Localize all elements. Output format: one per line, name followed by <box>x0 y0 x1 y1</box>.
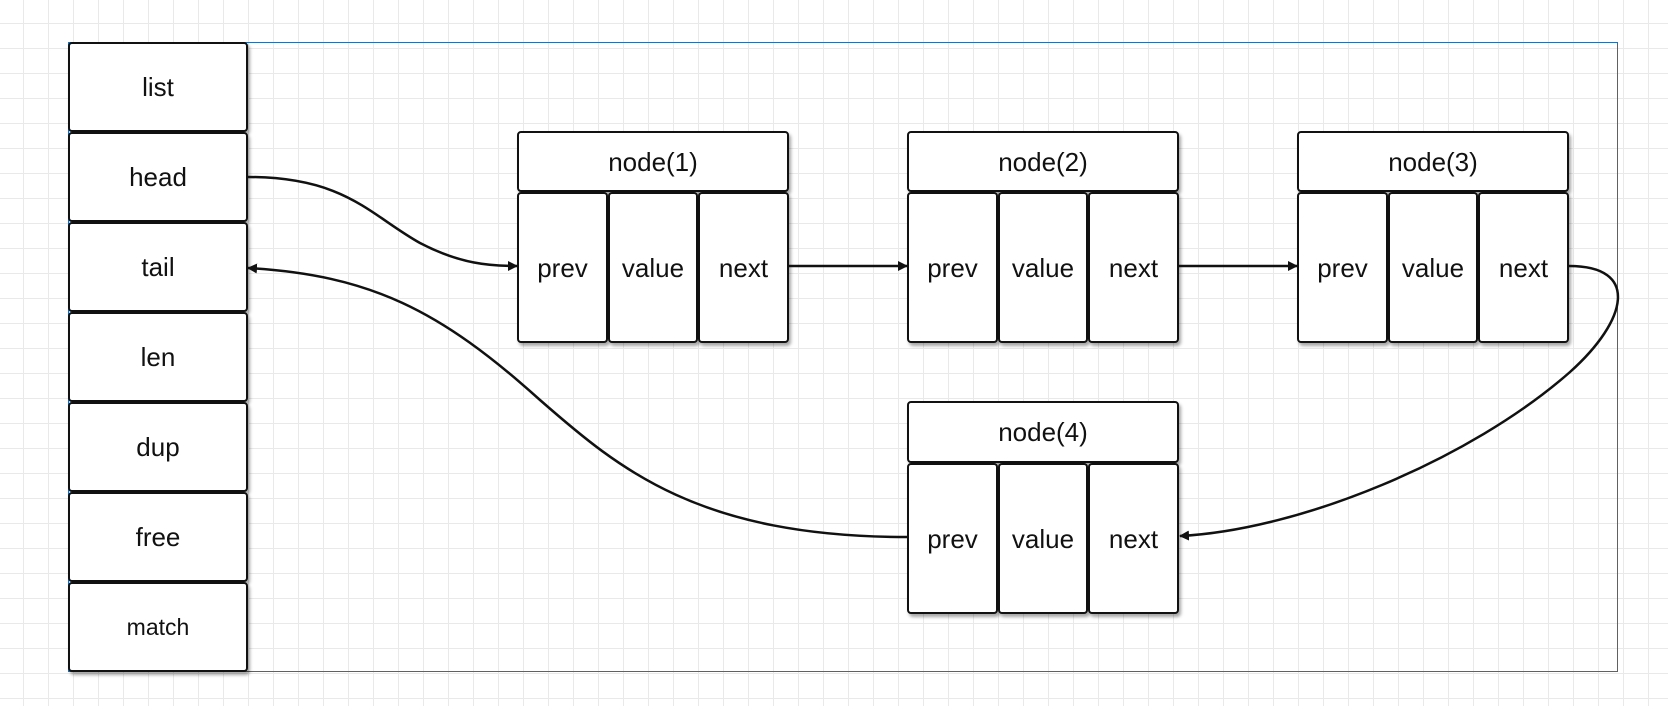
node-2-title[interactable]: node(2) <box>907 131 1179 192</box>
arrow-node3-to-node4 <box>1179 264 1620 541</box>
node-4-value[interactable]: value <box>998 463 1088 614</box>
list-label-cell[interactable]: list <box>68 42 248 132</box>
node-1-next[interactable]: next <box>698 192 789 343</box>
node-1-title[interactable]: node(1) <box>517 131 789 192</box>
node-3-prev[interactable]: prev <box>1297 192 1388 343</box>
node-3-value[interactable]: value <box>1388 192 1478 343</box>
list-field-dup[interactable]: dup <box>68 402 248 492</box>
arrow-head-to-node1 <box>247 175 518 271</box>
node-1-prev[interactable]: prev <box>517 192 608 343</box>
list-field-tail[interactable]: tail <box>68 222 248 312</box>
node-2-value[interactable]: value <box>998 192 1088 343</box>
list-field-match[interactable]: match <box>68 582 248 672</box>
arrow-node4-to-tail <box>247 263 908 539</box>
node-3-next[interactable]: next <box>1478 192 1569 343</box>
list-field-free[interactable]: free <box>68 492 248 582</box>
node-1-value[interactable]: value <box>608 192 698 343</box>
node-4-next[interactable]: next <box>1088 463 1179 614</box>
node-4-prev[interactable]: prev <box>907 463 998 614</box>
list-field-len[interactable]: len <box>68 312 248 402</box>
node-2-prev[interactable]: prev <box>907 192 998 343</box>
list-field-head[interactable]: head <box>68 132 248 222</box>
node-4-title[interactable]: node(4) <box>907 401 1179 463</box>
node-2-next[interactable]: next <box>1088 192 1179 343</box>
node-3-title[interactable]: node(3) <box>1297 131 1569 192</box>
